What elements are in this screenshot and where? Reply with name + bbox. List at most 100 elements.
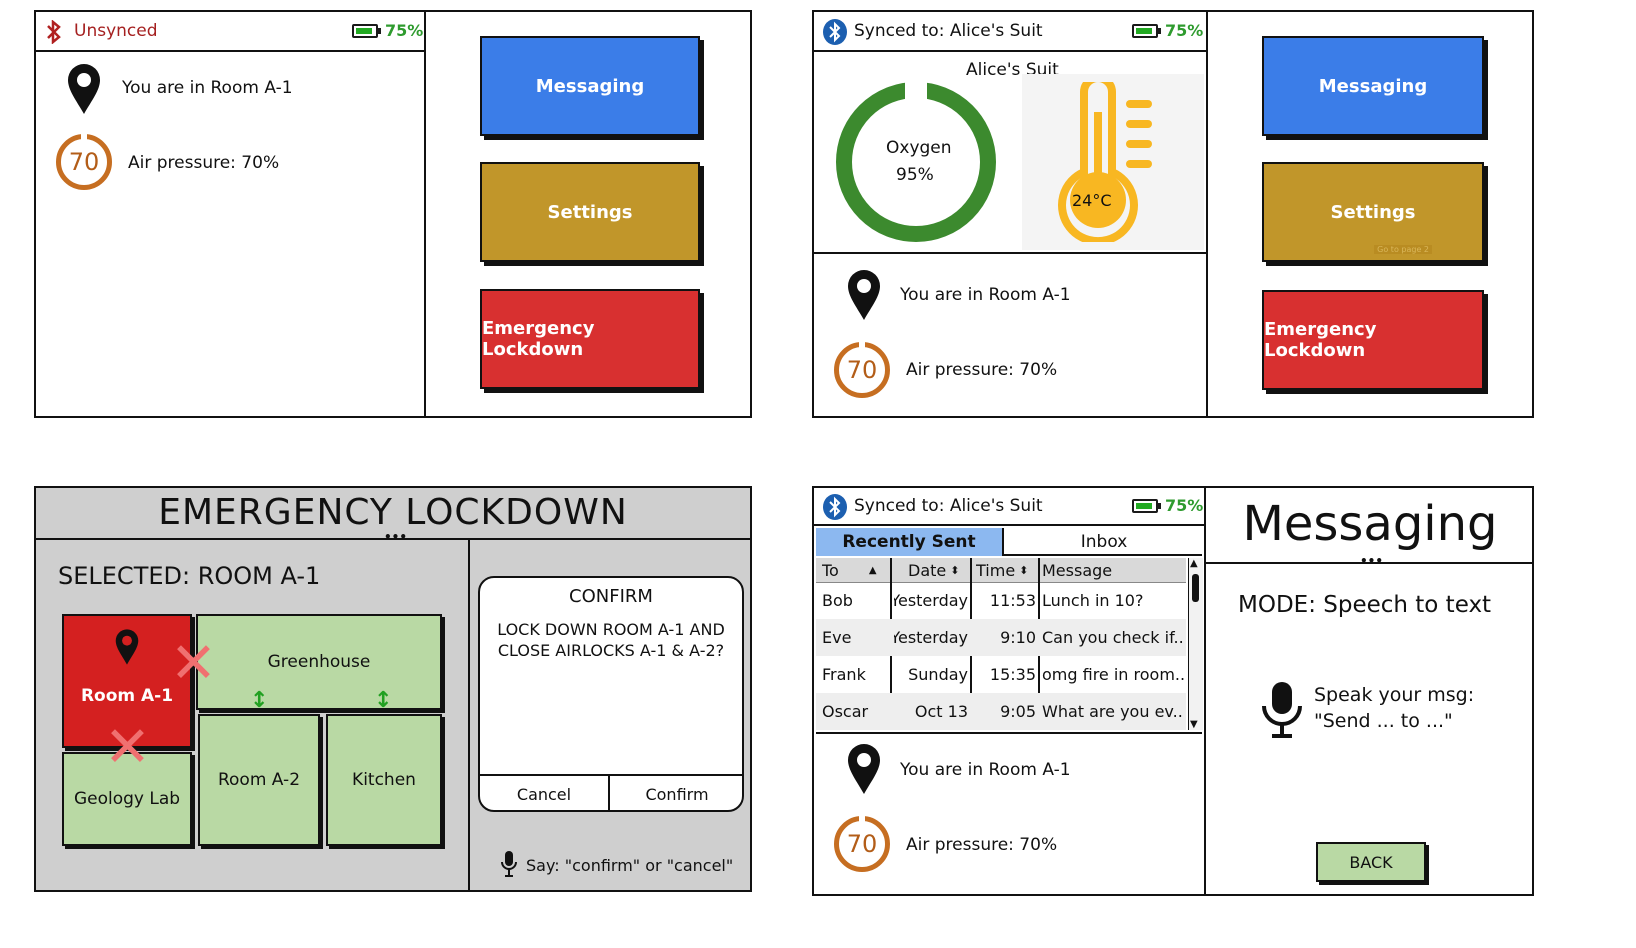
oxygen-value: 95% xyxy=(896,165,934,185)
cell-date: Yesterday xyxy=(894,628,968,647)
thermometer-icon xyxy=(1058,82,1152,242)
column-header-to[interactable]: To ▲ xyxy=(822,558,886,582)
panel-divider xyxy=(424,12,426,416)
settings-button[interactable]: Settings xyxy=(480,162,700,262)
room-label: Room A-2 xyxy=(217,770,301,790)
scrollbar[interactable]: ▲ ▼ xyxy=(1188,558,1203,730)
scroll-down-icon[interactable]: ▼ xyxy=(1190,719,1198,730)
confirm-label: Confirm xyxy=(645,784,709,804)
closed-airlock-icon: ✕ xyxy=(104,715,151,780)
messaging-title: Messaging xyxy=(1242,496,1498,552)
panel-unsynced: Unsynced 75% You are in Room A-1 70 Air … xyxy=(34,10,752,418)
scrollbar-thumb[interactable] xyxy=(1192,574,1199,602)
battery-level: 75% xyxy=(385,21,424,40)
cell-date: Sunday xyxy=(908,665,968,684)
location-pin-icon xyxy=(848,270,880,320)
column-label: Time xyxy=(976,560,1016,580)
room-a2[interactable]: Room A-2 xyxy=(198,714,320,846)
settings-label: Settings xyxy=(1330,201,1416,223)
table-row[interactable]: Frank Sunday 15:35 omg fire in room... xyxy=(816,656,1186,693)
air-pressure-text: Air pressure: 70% xyxy=(128,153,280,173)
scroll-up-icon[interactable]: ▲ xyxy=(1190,558,1198,569)
cancel-label: Cancel xyxy=(516,784,572,804)
column-header-message[interactable]: Message xyxy=(1042,558,1182,582)
cell-message: Can you check if... xyxy=(1042,628,1184,647)
emergency-lockdown-button[interactable]: Emergency Lockdown xyxy=(1262,290,1484,390)
column-label: Message xyxy=(1042,560,1113,580)
page-title: EMERGENCY LOCKDOWN xyxy=(36,488,750,540)
room-geology-lab[interactable]: Geology Lab xyxy=(62,752,192,846)
temperature-value: 24°C xyxy=(1072,191,1112,210)
column-label: Date xyxy=(908,560,947,580)
room-kitchen[interactable]: Kitchen xyxy=(326,714,442,846)
selected-room-label: SELECTED: ROOM A-1 xyxy=(58,562,321,590)
sort-up-icon: ▲ xyxy=(868,564,877,576)
location-text: You are in Room A-1 xyxy=(900,760,1071,780)
status-bar: Synced to: Alice's Suit 75% xyxy=(814,488,1206,526)
tab-recently-sent[interactable]: Recently Sent xyxy=(816,528,1004,556)
battery-icon xyxy=(1132,499,1161,513)
location-pin-icon xyxy=(848,744,880,794)
title-divider xyxy=(1206,562,1534,564)
panel-divider xyxy=(1206,12,1208,416)
gauge-value: 70 xyxy=(846,830,878,858)
room-label: Greenhouse xyxy=(267,652,371,672)
panel-messaging: Synced to: Alice's Suit 75% Recently Sen… xyxy=(812,486,1534,896)
emergency-lockdown-button[interactable]: Emergency Lockdown xyxy=(480,289,700,389)
dialog-divider xyxy=(480,774,742,776)
messaging-button[interactable]: Messaging xyxy=(480,36,700,136)
cell-message: Lunch in 10? xyxy=(1042,591,1144,610)
cell-to: Frank xyxy=(822,665,866,684)
open-door-arrow-icon: ↕ xyxy=(250,688,269,713)
bluetooth-icon xyxy=(823,19,847,45)
column-label: To xyxy=(822,560,839,580)
room-greenhouse[interactable]: Greenhouse xyxy=(196,614,442,710)
column-header-time[interactable]: Time⬍ xyxy=(976,558,1040,582)
air-pressure-gauge: 70 xyxy=(56,132,112,190)
tab-inbox[interactable]: Inbox xyxy=(1080,532,1128,552)
panel-emergency-lockdown: EMERGENCY LOCKDOWN ••• SELECTED: ROOM A-… xyxy=(34,486,752,892)
settings-button[interactable]: Settings Go to page 2 xyxy=(1262,162,1484,262)
microphone-icon xyxy=(1262,682,1302,738)
dialog-message-line1: LOCK DOWN ROOM A-1 AND xyxy=(497,620,725,639)
microphone-icon xyxy=(501,851,517,877)
title-handle: ••• xyxy=(1360,554,1384,568)
cell-to: Bob xyxy=(822,591,853,610)
cell-to: Eve xyxy=(822,628,852,647)
battery-icon xyxy=(1132,24,1161,38)
speak-example: "Send ... to ..." xyxy=(1314,710,1453,732)
air-pressure-gauge: 70 xyxy=(834,814,890,872)
battery-icon xyxy=(352,24,381,38)
back-button[interactable]: BACK xyxy=(1316,842,1426,882)
cell-message: What are you ev... xyxy=(1042,702,1184,721)
cell-time: 15:35 xyxy=(989,665,1036,684)
table-header: To▲ Date⬍ Time⬍ Message xyxy=(816,558,1186,583)
location-pin-icon xyxy=(115,629,139,665)
location-text: You are in Room A-1 xyxy=(900,285,1071,305)
column-header-date[interactable]: Date⬍ xyxy=(908,558,980,582)
room-label: Kitchen xyxy=(352,770,416,790)
messaging-button[interactable]: Messaging xyxy=(1262,36,1484,136)
confirm-button[interactable]: Confirm xyxy=(610,776,742,810)
speak-instruction: Speak your msg: xyxy=(1314,684,1475,706)
cancel-button[interactable]: Cancel xyxy=(480,776,610,810)
air-pressure-text: Air pressure: 70% xyxy=(906,835,1058,855)
panel-divider xyxy=(1204,488,1206,894)
status-bar: Synced to: Alice's Suit 75% xyxy=(814,12,1208,52)
room-a1[interactable]: Room A-1 xyxy=(62,614,192,748)
cell-date: Yesterday xyxy=(894,591,968,610)
bluetooth-icon xyxy=(823,494,847,520)
oxygen-label: Oxygen xyxy=(886,138,952,158)
cell-message: omg fire in room... xyxy=(1042,665,1184,684)
bluetooth-icon xyxy=(47,20,61,44)
message-tabs: Recently Sent Inbox xyxy=(816,528,1202,556)
location-text: You are in Room A-1 xyxy=(122,78,293,98)
gauge-value: 70 xyxy=(68,148,100,176)
sort-icon: ⬍ xyxy=(1019,563,1029,577)
air-pressure-text: Air pressure: 70% xyxy=(906,360,1058,380)
confirm-dialog: CONFIRM LOCK DOWN ROOM A-1 AND CLOSE AIR… xyxy=(478,576,744,812)
air-pressure-gauge: 70 xyxy=(834,340,890,398)
